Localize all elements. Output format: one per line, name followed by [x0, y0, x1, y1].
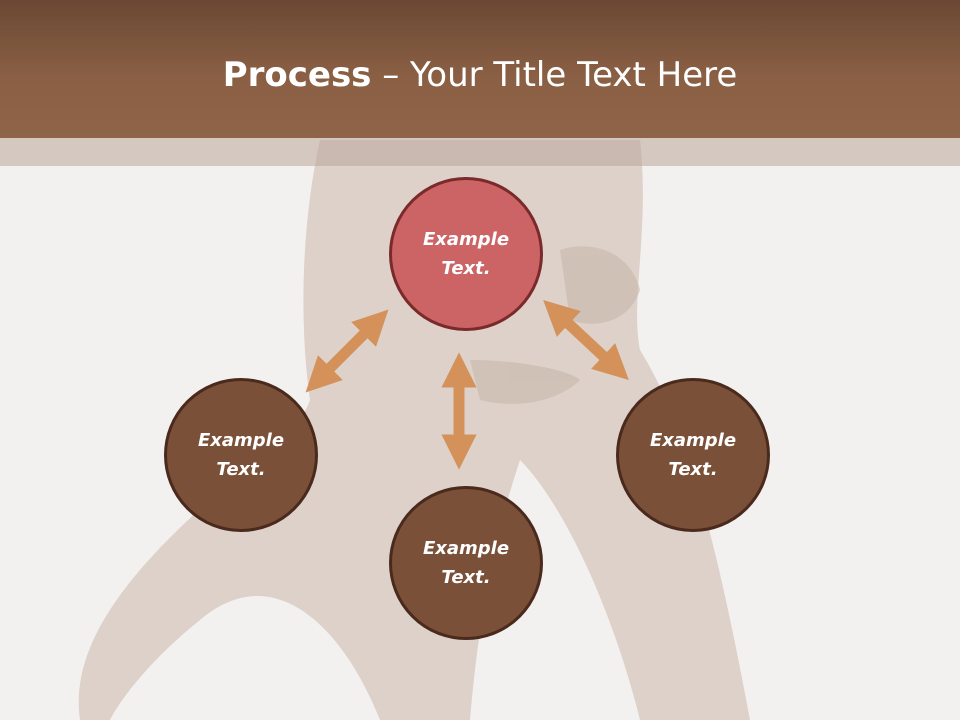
node-text-line2: Text.	[216, 459, 266, 480]
node-text-line2: Text.	[441, 258, 491, 279]
title-bar-accent-band	[0, 138, 960, 166]
title-bar	[0, 0, 960, 138]
arrow-top-right	[543, 299, 629, 381]
title-bold-part: Process	[222, 55, 372, 95]
slide-title: Process – Your Title Text Here	[0, 50, 960, 100]
arrow-top-left	[305, 309, 389, 393]
node-text-line1: Example	[422, 538, 510, 559]
node-text-line2: Text.	[668, 459, 718, 480]
node-text-line1: Example	[197, 430, 285, 451]
title-regular-part: – Your Title Text Here	[371, 55, 738, 95]
node-text-line1: Example	[649, 430, 737, 451]
node-text-line2: Text.	[441, 567, 491, 588]
node-text-line1: Example	[422, 229, 510, 250]
